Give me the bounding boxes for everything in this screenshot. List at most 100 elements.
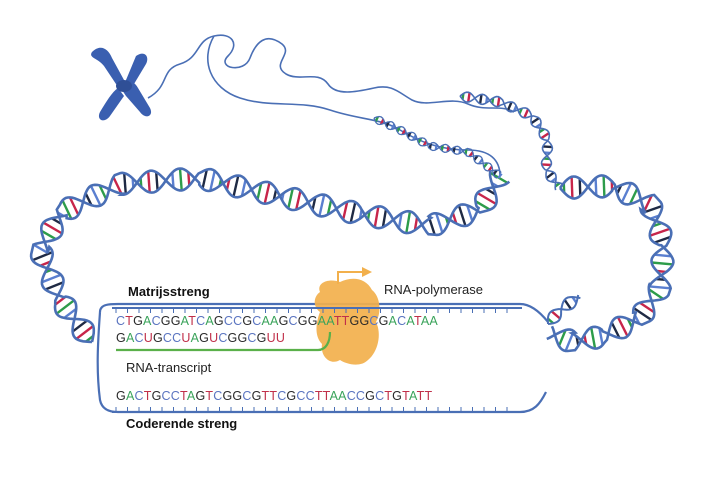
coding-base: T [384,389,392,403]
template-base: A [421,314,430,328]
coding-base: G [232,389,242,403]
base-pair-rung [651,261,674,266]
base-pair-rung [473,154,479,161]
base-pair-rung [240,179,247,197]
base-pair-rung [496,96,501,107]
template-base: T [125,314,133,328]
coding-base: G [116,389,126,403]
template-base: C [289,314,298,328]
base-pair-rung [476,191,497,206]
base-pair-rung [147,171,151,193]
base-pair-rung [497,172,503,179]
base-pair-rung [594,177,598,196]
coding-base: T [425,389,433,403]
rna-base: U [267,331,276,345]
base-pair-rung [610,321,621,339]
transcription-arrow-icon [337,267,372,284]
base-pair-rung [381,208,388,228]
rna-base: G [116,331,126,345]
rna-sequence: GACUGCCUAGUCGGCGUU [116,331,285,345]
template-base: C [116,314,125,328]
base-pair-rung [557,329,567,347]
template-base: G [308,314,318,328]
coding-strand-label: Coderende streng [126,416,237,431]
rna-base: G [153,331,163,345]
base-pair-rung [84,192,93,206]
base-pair-rung [187,172,191,186]
coding-base: C [242,389,251,403]
coding-base: C [375,389,384,403]
template-base: G [242,314,252,328]
template-sequence: CTGACGGATCAGCCGCAAGCGGAATTGGCGACATAA [116,314,438,328]
coding-base: T [315,389,323,403]
template-ticks [115,308,508,313]
base-pair-rung [263,182,271,204]
coding-base: G [222,389,232,403]
coding-base: C [134,389,143,403]
base-pair-rung [545,171,555,180]
coding-base: G [365,389,375,403]
template-strand-label: Matrijsstreng [128,284,210,299]
template-base: G [133,314,143,328]
helix-backbone [373,117,502,173]
base-pair-rung [232,175,240,197]
base-pair-rung [620,182,633,204]
coding-base: A [187,389,196,403]
base-pair-rung [417,137,423,144]
base-pair-rung [440,144,444,151]
template-base: A [429,314,438,328]
rna-base: U [276,331,285,345]
base-pair-rung [578,178,582,196]
base-pair-rung [639,301,655,314]
base-pair-rung [540,131,550,140]
base-pair-rung [311,196,317,211]
rna-base: C [247,331,256,345]
base-pair-rung [112,176,123,195]
coding-base: T [144,389,152,403]
template-base: A [262,314,271,328]
template-base: G [161,314,171,328]
coding-base: C [213,389,222,403]
template-base: T [188,314,196,328]
base-pair-rung [42,221,63,235]
base-pair-rung [542,145,553,149]
helix-backbone [546,294,580,325]
base-pair-rung [155,172,159,191]
helix-backbone [547,295,581,325]
template-base: C [196,314,205,328]
base-pair-rung [648,288,664,300]
base-pair-rung [633,307,653,321]
rna-base: G [257,331,267,345]
rna-base: A [126,331,135,345]
base-pair-rung [373,206,380,228]
template-base: A [270,314,279,328]
dna-thread-return [206,35,501,177]
base-pair-rung [492,169,498,176]
template-base: G [298,314,308,328]
coding-base: T [417,389,425,403]
coding-base: C [277,389,286,403]
base-pair-rung [349,201,357,224]
coding-base: T [269,389,277,403]
base-pair-rung [75,325,94,340]
base-pair-rung [506,101,513,112]
base-pair-rung [530,117,540,125]
base-pair-rung [71,319,88,333]
template-base: C [369,314,378,328]
template-base: C [152,314,161,328]
template-base: G [171,314,181,328]
base-pair-rung [643,194,653,212]
template-base: A [318,314,327,328]
base-pair-rung [602,175,606,198]
base-pair-rung [397,213,403,229]
coding-base: C [171,389,180,403]
base-pair-rung [406,131,412,138]
base-pair-rung [654,253,672,258]
coding-base: G [392,389,402,403]
base-pair-rung [401,129,407,136]
coding-ticks [115,407,508,412]
rna-transcript-label: RNA-transcript [126,360,212,375]
base-pair-rung [435,212,444,234]
